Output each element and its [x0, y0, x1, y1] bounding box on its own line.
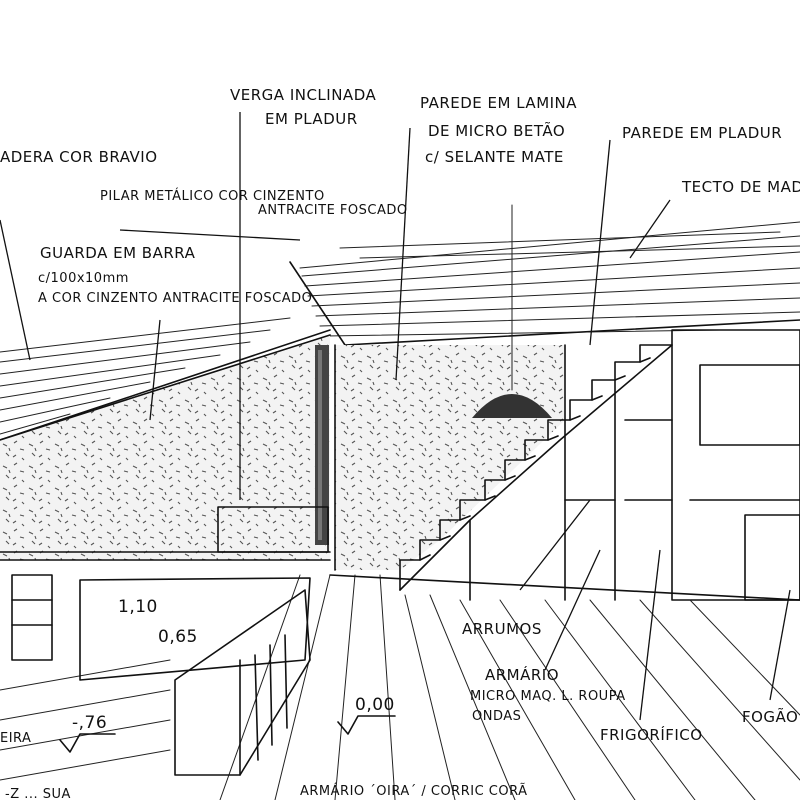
- label-parede-lamina-1: PAREDE EM LAMINA: [420, 94, 577, 112]
- label-eira: EIRA: [0, 731, 31, 746]
- dimension-065: 0,65: [158, 627, 198, 647]
- kitchen-cabinets: [564, 329, 800, 601]
- label-bottom-left: -Z ... SUA: [5, 787, 71, 800]
- staircase: [399, 344, 673, 601]
- label-pilar-2: ANTRACITE FOSCADO: [258, 203, 408, 218]
- label-tecto: TECTO DE MAD: [681, 178, 800, 196]
- label-parede-lamina-3: c/ SELANTE MATE: [425, 148, 564, 166]
- label-parede-lamina-2: DE MICRO BETÃO: [428, 121, 565, 140]
- label-arrumos: ARRUMOS: [462, 620, 542, 638]
- dimension-110: 1,10: [118, 597, 158, 617]
- label-verga-2: EM PLADUR: [265, 110, 358, 128]
- ceiling-wood-planks: [299, 221, 800, 337]
- level-markers: [59, 715, 396, 753]
- floor-planks: [0, 574, 800, 800]
- label-madeira-bravio: ADERA COR BRAVIO: [0, 148, 158, 166]
- label-fogao: FOGÃO: [742, 707, 798, 726]
- leader-lines: [0, 112, 791, 721]
- dimension-076: -,76: [72, 713, 107, 733]
- metal-pillar: [315, 345, 329, 545]
- stone-wall-left: [0, 335, 330, 560]
- shelf-unit-left: [11, 574, 53, 661]
- label-frigorifico: FRIGORÍFICO: [600, 725, 703, 744]
- label-pilar-1: PILAR METÁLICO COR CINZENTO: [100, 188, 325, 204]
- dimension-000: 0,00: [355, 695, 395, 715]
- label-guarda-3: A COR CINZENTO ANTRACITE FOSCADO: [38, 291, 312, 306]
- wall-edges: [0, 334, 336, 571]
- label-armario-1: ARMÁRIO: [485, 665, 559, 684]
- kitchen-island: [79, 577, 311, 776]
- label-armario-2: MICRO MAQ. L. ROUPA: [470, 689, 626, 704]
- label-guarda-2: c/100x10mm: [38, 271, 129, 286]
- label-guarda-1: GUARDA EM BARRA: [40, 244, 196, 262]
- label-armario-3: ONDAS: [472, 709, 521, 724]
- label-armario-bottom: ARMÁRIO ´OIRA´ / CORRIC CORÃ: [300, 783, 528, 799]
- guard-rail: [0, 506, 331, 561]
- floor-line: [329, 574, 800, 601]
- pendant-lamp: [472, 204, 552, 418]
- sloped-ceiling-left: [0, 317, 291, 435]
- label-parede-pladur: PAREDE EM PLADUR: [622, 124, 782, 142]
- label-verga-1: VERGA INCLINADA: [230, 86, 376, 104]
